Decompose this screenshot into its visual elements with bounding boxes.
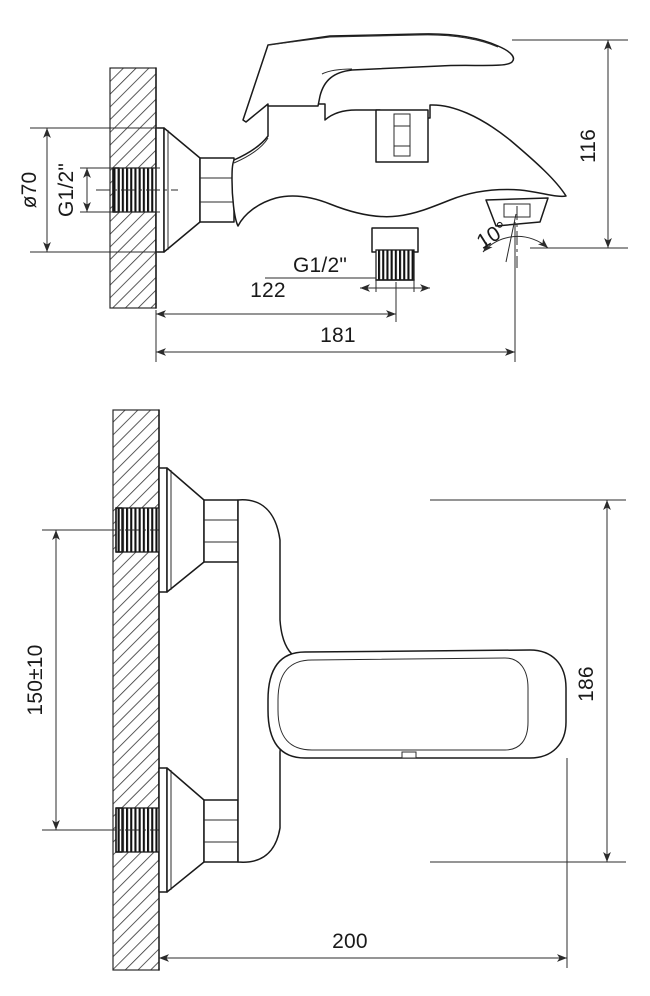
escutcheon-upper xyxy=(158,467,205,593)
label-flange-diameter: ø70 xyxy=(18,172,41,209)
shower-outlet-collar xyxy=(371,227,419,253)
hex-nut-body xyxy=(199,157,235,223)
label-width-front: 200 xyxy=(332,930,368,953)
side-elevation-view: ø70 G1/2" 116 G1/2" xyxy=(18,33,628,362)
label-inlet-spacing: 150±10 xyxy=(24,644,47,715)
mixer-body-shoulder-line xyxy=(233,137,269,164)
lever-handle-side xyxy=(242,33,515,123)
escutcheon-upper-backplate xyxy=(158,467,168,593)
diverter-button-side xyxy=(375,109,429,163)
shower-outlet-thread-side xyxy=(371,227,419,281)
hex-nut-lower xyxy=(203,799,239,863)
lever-handle-outline xyxy=(242,33,515,123)
label-projection-total: 181 xyxy=(320,324,356,347)
shower-outlet-thread-hatch xyxy=(375,249,415,281)
lever-pill-inner xyxy=(277,657,529,751)
label-inlet-thread: G1/2" xyxy=(55,163,78,217)
lever-pill-outer xyxy=(267,649,567,759)
front-elevation-view: 150±10 186 200 xyxy=(24,409,626,971)
lever-handle-top-line xyxy=(267,34,499,48)
escutcheon-cone xyxy=(163,127,201,253)
lever-pill-front xyxy=(267,649,567,759)
hex-nut-upper-body xyxy=(203,499,239,563)
front-view-dimensions: 150±10 186 200 xyxy=(24,499,626,968)
label-height-front: 186 xyxy=(575,666,598,702)
hex-nut-upper xyxy=(203,499,239,563)
wall-section-front xyxy=(112,409,160,971)
hex-nut-lower-body xyxy=(203,799,239,863)
spout-tip-side xyxy=(485,197,549,227)
angle-arc xyxy=(482,235,549,253)
wall-hatch-front xyxy=(112,409,160,971)
angle-inclined-line xyxy=(505,213,517,263)
escutcheon-upper-cone xyxy=(166,467,205,593)
mixer-body-side xyxy=(231,103,567,227)
label-projection-short: 122 xyxy=(250,279,286,302)
label-outlet-thread: G1/2" xyxy=(293,254,347,277)
diverter-button-stem xyxy=(393,113,411,157)
lever-notch xyxy=(401,751,417,759)
escutcheon-lower-cone xyxy=(166,767,205,893)
lever-neck-line xyxy=(321,68,353,75)
escutcheon-lower xyxy=(158,767,205,893)
mixer-body-outline-side xyxy=(231,103,567,227)
hex-nut-side xyxy=(199,157,235,223)
escutcheon-lower-backplate xyxy=(158,767,168,893)
label-height-side: 116 xyxy=(577,129,600,163)
inlet-thread-upper xyxy=(100,507,182,553)
